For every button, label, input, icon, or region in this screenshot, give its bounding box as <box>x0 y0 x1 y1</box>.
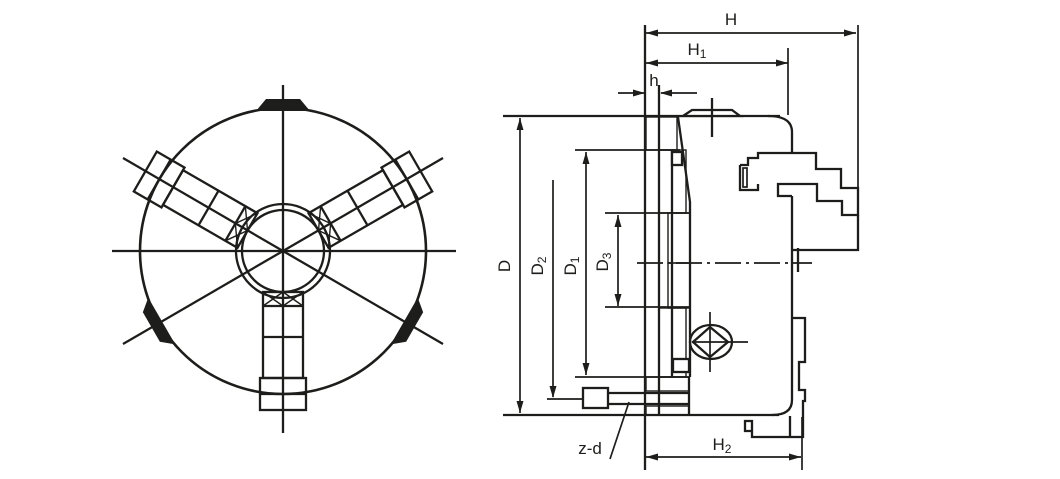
leader-line-zd <box>609 401 630 460</box>
plate-taper-edge <box>676 116 692 415</box>
front-view <box>112 85 456 433</box>
dim-label-H: H <box>725 10 737 29</box>
plate-notch-upper <box>670 150 684 167</box>
dimensions: H H1 h D D2 D1 D3 H2 z-d <box>495 10 859 470</box>
rear-mount-steps <box>743 316 807 439</box>
dim-label-H1: H1 <box>688 40 707 61</box>
centerline-diagonal-2 <box>122 157 444 345</box>
dim-label-h: h <box>649 71 658 90</box>
bore-circle-inner <box>240 208 326 294</box>
master-jaw-outline <box>740 151 860 217</box>
section-view <box>503 25 860 470</box>
pinion-symbol <box>688 312 748 372</box>
bolt-head <box>581 386 610 410</box>
dim-label-zd: z-d <box>578 439 602 458</box>
dim-label-D: D <box>495 260 514 272</box>
dim-label-H2: H2 <box>713 435 732 456</box>
plate-notch-lower <box>671 357 691 374</box>
jaw-back-step <box>792 215 860 252</box>
jaw-lip-bottom <box>738 165 760 192</box>
dim-label-D2: D2 <box>528 256 549 275</box>
dim-label-D1: D1 <box>561 256 582 275</box>
bore-circle-outer <box>234 202 332 300</box>
dim-arrow-D2 <box>549 386 557 398</box>
jaw-lip-inner <box>742 167 748 188</box>
dim-label-D3: D3 <box>593 252 614 271</box>
dim-arrows-h <box>633 89 672 97</box>
body-right-edge <box>767 114 794 417</box>
section-jaw-assembly <box>738 151 860 272</box>
